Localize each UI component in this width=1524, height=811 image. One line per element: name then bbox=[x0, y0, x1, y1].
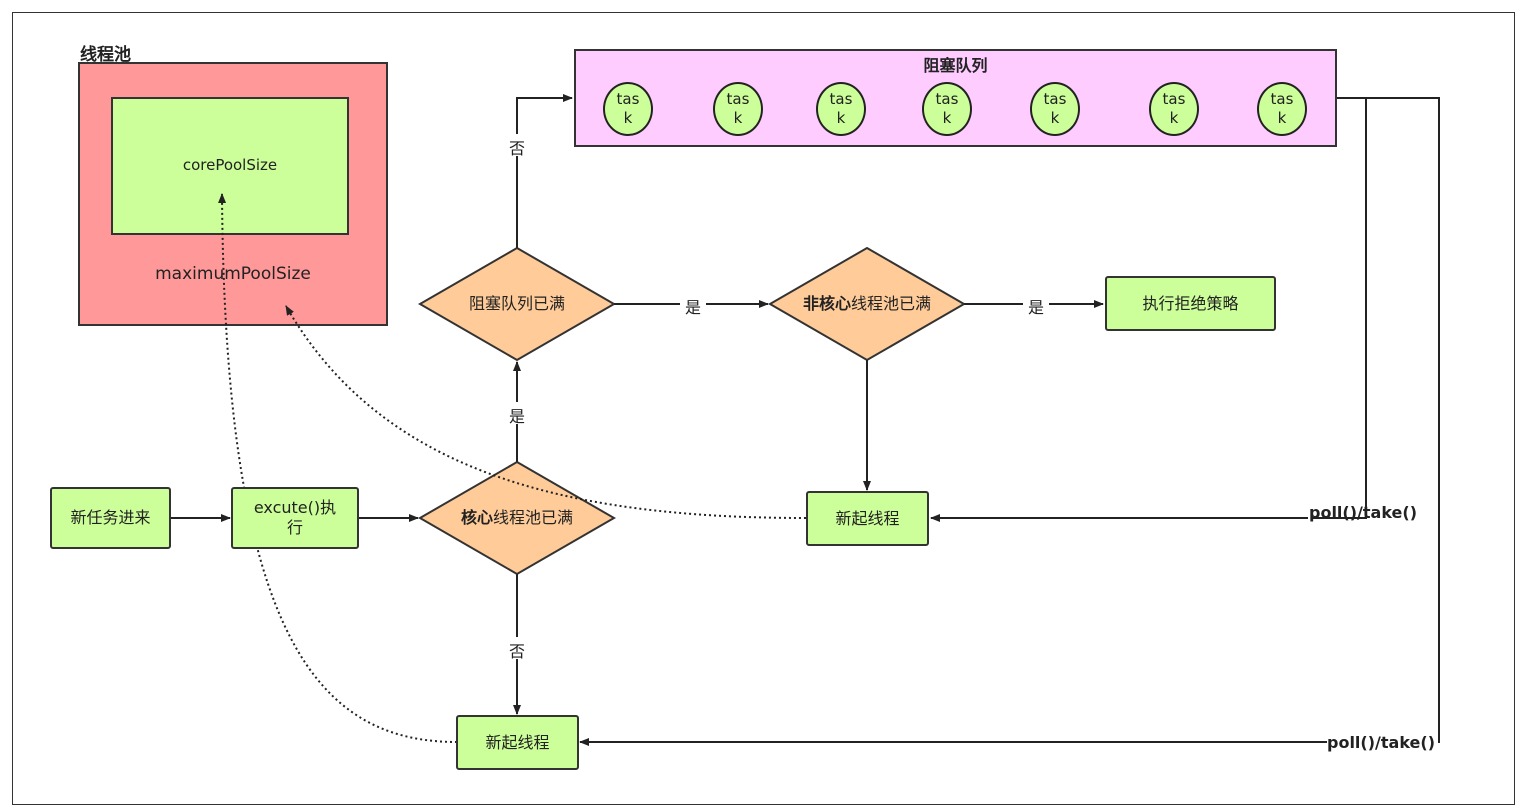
new-task-node: 新任务进来 bbox=[50, 487, 171, 549]
queue-full-label: 阻塞队列已满 bbox=[468, 294, 565, 313]
core-pool-box bbox=[111, 97, 349, 235]
poll-take-upper-label: poll()/take() bbox=[1309, 503, 1418, 522]
queue-task: task bbox=[1149, 82, 1199, 136]
core-full-label: 核心线程池已满 bbox=[460, 508, 574, 527]
noncore-full-label: 非核心线程池已满 bbox=[802, 294, 932, 313]
queue-task: task bbox=[816, 82, 866, 136]
maximum-pool-size-label: maximumPoolSize bbox=[155, 264, 311, 284]
diagram-frame bbox=[12, 12, 1515, 805]
new-thread-bottom-node: 新起线程 bbox=[456, 715, 579, 770]
queue-task: task bbox=[1030, 82, 1080, 136]
edge-label-yes-reject: 是 bbox=[1028, 298, 1045, 317]
queue-full-diamond bbox=[417, 246, 617, 362]
queue-task: task bbox=[1257, 82, 1307, 136]
blocking-queue-title: 阻塞队列 bbox=[923, 56, 988, 75]
queue-task: task bbox=[922, 82, 972, 136]
core-pool-size-label: corePoolSize bbox=[182, 156, 278, 174]
queue-task: task bbox=[713, 82, 763, 136]
execute-node: excute()执行 bbox=[231, 487, 359, 549]
new-thread-right-node: 新起线程 bbox=[806, 491, 929, 546]
thread-pool-title: 线程池 bbox=[80, 45, 131, 65]
edge-label-yes-up: 是 bbox=[509, 407, 526, 426]
edge-label-no-down: 否 bbox=[509, 642, 526, 661]
queue-task: task bbox=[603, 82, 653, 136]
reject-policy-node: 执行拒绝策略 bbox=[1105, 276, 1276, 331]
edge-label-yes-right: 是 bbox=[685, 298, 702, 317]
poll-take-lower-label: poll()/take() bbox=[1327, 733, 1436, 752]
edge-label-no-up: 否 bbox=[509, 139, 526, 158]
